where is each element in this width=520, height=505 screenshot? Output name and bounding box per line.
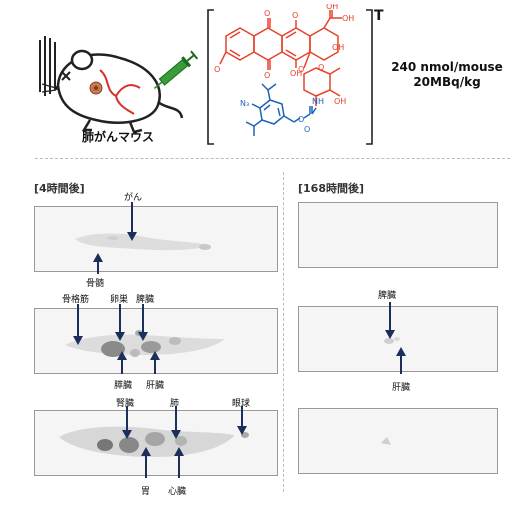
arrow-kidney bbox=[122, 406, 132, 439]
mouse-label: 肺がんマウス bbox=[82, 130, 155, 144]
label-skeletal-muscle: 骨格筋 bbox=[62, 295, 90, 305]
scan-image-168h-3 bbox=[381, 437, 391, 445]
arrow-eyeball bbox=[237, 406, 247, 435]
arrow-pancreas bbox=[117, 351, 127, 374]
label-heart: 心臓 bbox=[168, 487, 187, 497]
carbonyl-o-mid: O bbox=[264, 71, 270, 80]
link-o: O bbox=[298, 65, 304, 74]
image-panel-4h-1 bbox=[34, 206, 278, 272]
label-lung: 肺 bbox=[170, 399, 180, 409]
scan-image-4h-3 bbox=[59, 426, 249, 457]
arrow-liver bbox=[150, 351, 160, 374]
image-panel-4h-3 bbox=[34, 410, 278, 476]
arrow-lung bbox=[171, 406, 181, 439]
image-panel-168h-3 bbox=[298, 408, 498, 474]
label-stomach: 胃 bbox=[141, 487, 151, 497]
label-bone-marrow: 骨髄 bbox=[86, 279, 105, 289]
image-panel-168h-1 bbox=[298, 202, 498, 268]
oh-mid: OH bbox=[290, 69, 302, 78]
vertical-divider bbox=[283, 172, 284, 492]
arrow-spleen bbox=[138, 304, 148, 341]
image-panel-168h-2 bbox=[298, 306, 498, 372]
label-eyeball: 眼球 bbox=[232, 399, 251, 409]
carbamate-o1: O bbox=[298, 115, 304, 124]
right-column-title: [168時間後] bbox=[298, 182, 365, 195]
carbamate-o2: O bbox=[304, 125, 310, 134]
arrow-bone-marrow bbox=[93, 253, 103, 274]
bracket-superscript: T bbox=[374, 8, 384, 24]
label-cancer: がん bbox=[124, 193, 143, 203]
oh-top: O bbox=[292, 11, 298, 20]
left-column-title: [4時間後] bbox=[34, 182, 85, 195]
side-chain-o: OH bbox=[326, 4, 338, 11]
label-pancreas: 膵臓 bbox=[114, 381, 133, 391]
label-kidney: 腎臓 bbox=[116, 399, 135, 409]
dose-label: 240 nmol/mouse 20MBq/kg bbox=[382, 60, 512, 90]
ring-d-oh: OH bbox=[332, 43, 344, 52]
arrow-skeletal-muscle bbox=[73, 304, 83, 345]
arrow-ovary bbox=[115, 304, 125, 341]
label-ovary: 卵巣 bbox=[110, 295, 129, 305]
horizontal-divider bbox=[35, 158, 510, 159]
lung-cancer-mouse-illustration bbox=[39, 36, 199, 134]
label-liver: 肝臓 bbox=[146, 381, 165, 391]
sugar-oh: OH bbox=[334, 97, 346, 106]
chemical-structure: O O O OH OH OH O O O OH OH N₃ NH O O bbox=[207, 4, 373, 145]
dose-amount: 240 nmol/mouse bbox=[391, 60, 503, 74]
arrow-liver-168h bbox=[396, 347, 406, 374]
arrow-spleen-168h bbox=[385, 302, 395, 339]
side-chain-oh: OH bbox=[342, 14, 354, 23]
scan-image-4h-1 bbox=[75, 233, 211, 251]
sugar-ring-o: O bbox=[318, 63, 324, 72]
scan-image-168h-2 bbox=[384, 337, 400, 344]
image-panel-4h-2 bbox=[34, 308, 278, 374]
label-spleen-168h: 脾臓 bbox=[378, 291, 397, 301]
label-liver-168h: 肝臓 bbox=[392, 383, 411, 393]
dose-radioactivity: 20MBq/kg bbox=[413, 75, 481, 89]
methoxy-o: O bbox=[214, 65, 220, 74]
arrow-cancer bbox=[127, 202, 137, 241]
carbonyl-o-top: O bbox=[264, 9, 270, 18]
arrow-stomach bbox=[141, 447, 151, 478]
label-spleen: 脾臓 bbox=[136, 295, 155, 305]
arrow-heart bbox=[174, 447, 184, 478]
azide-label: N₃ bbox=[240, 99, 249, 108]
carbamate-nh: NH bbox=[312, 97, 324, 106]
